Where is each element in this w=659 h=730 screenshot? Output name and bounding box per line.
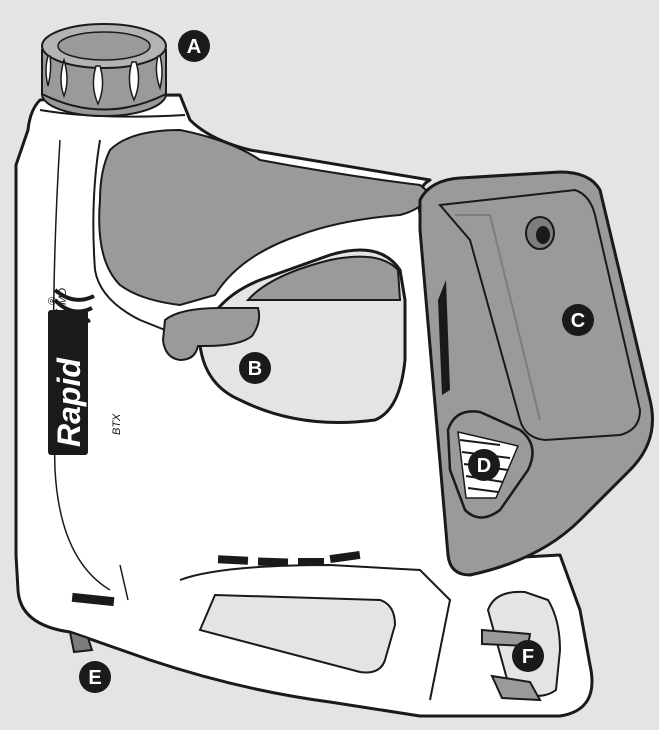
adjustment-dial: [42, 24, 166, 116]
svg-text:A: A: [187, 36, 201, 58]
svg-text:C: C: [571, 310, 585, 332]
callout-c: C: [562, 304, 594, 336]
svg-text:F: F: [522, 646, 534, 668]
callout-b: B: [239, 352, 271, 384]
callout-d: D: [468, 449, 500, 481]
logo-text: Rapid: [51, 357, 87, 447]
callout-e: E: [79, 661, 111, 693]
svg-text:D: D: [477, 455, 491, 477]
model-text: BTX: [111, 413, 123, 435]
svg-text:E: E: [88, 667, 101, 689]
callout-f: F: [512, 640, 544, 672]
callout-a: A: [178, 30, 210, 62]
svg-text:B: B: [248, 358, 262, 380]
